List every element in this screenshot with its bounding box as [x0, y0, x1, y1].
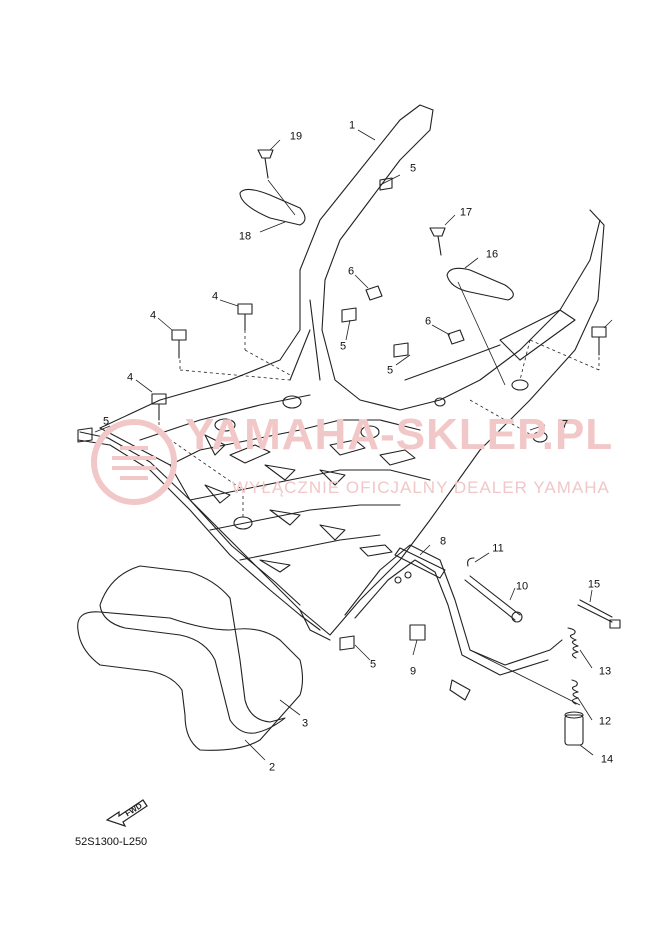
floor-mat-3	[99, 565, 286, 734]
pivot-shaft	[464, 575, 523, 623]
spring-13	[567, 627, 579, 659]
callout-17: 17	[459, 206, 473, 219]
stopper-14	[564, 711, 584, 746]
callout-3: 3	[301, 717, 309, 730]
callout-5b: 5	[339, 340, 347, 353]
callout-16: 16	[485, 248, 499, 261]
nut-6a	[365, 285, 383, 301]
callout-9: 9	[409, 665, 417, 678]
footrest-panel	[99, 104, 605, 641]
clip-11	[467, 557, 475, 567]
callout-11: 11	[492, 542, 504, 555]
bolt-4a	[171, 329, 187, 359]
callout-14: 14	[600, 753, 614, 766]
main-stand	[344, 544, 563, 701]
callout-12: 12	[598, 715, 612, 728]
grip-18	[239, 188, 306, 226]
dealer-logo-watermark	[91, 419, 177, 505]
watermark-brand: YAMAHA-SKLEP.PL	[185, 410, 614, 459]
cap-7	[532, 431, 548, 443]
screw-17	[429, 227, 446, 256]
callout-5e: 5	[369, 658, 377, 671]
forward-arrow-icon: FWD	[105, 799, 148, 828]
clip-5c	[393, 342, 409, 358]
callout-15: 15	[587, 578, 601, 591]
callout-1: 1	[348, 119, 356, 132]
nut-6b	[447, 329, 465, 345]
clip-5a	[379, 177, 393, 191]
callout-8: 8	[439, 535, 447, 548]
callout-13: 13	[598, 665, 612, 678]
callout-4c: 4	[126, 371, 134, 384]
grommet-9	[409, 624, 426, 641]
diagram-code: 52S1300-L250	[75, 836, 148, 848]
grip-16	[446, 267, 514, 301]
callout-19: 19	[289, 130, 303, 143]
bolt-4d	[591, 326, 607, 356]
callout-5c: 5	[386, 364, 394, 377]
callout-10: 10	[515, 580, 529, 593]
callout-5d: 5	[102, 415, 110, 428]
spring-12	[571, 679, 579, 705]
callout-6a: 6	[347, 265, 355, 278]
callout-2: 2	[268, 761, 276, 774]
leader-lines	[94, 129, 613, 761]
callout-6b: 6	[424, 315, 432, 328]
bolt-4b	[237, 303, 253, 331]
screw-19	[257, 149, 274, 179]
clip-5e	[339, 635, 355, 651]
watermark-tagline: WYŁĄCZNIE OFICJALNY DEALER YAMAHA	[232, 478, 610, 497]
clip-5b	[341, 307, 357, 323]
clip-5d	[77, 427, 93, 443]
side-cover-left	[77, 431, 321, 631]
callout-4b: 4	[149, 309, 157, 322]
bolt-15	[577, 599, 621, 629]
bolt-4c	[151, 393, 167, 421]
floor-mat-2	[77, 611, 304, 751]
callout-18: 18	[238, 230, 252, 243]
callout-4a: 4	[211, 290, 219, 303]
callout-7: 7	[561, 418, 569, 431]
callout-5a: 5	[409, 162, 417, 175]
